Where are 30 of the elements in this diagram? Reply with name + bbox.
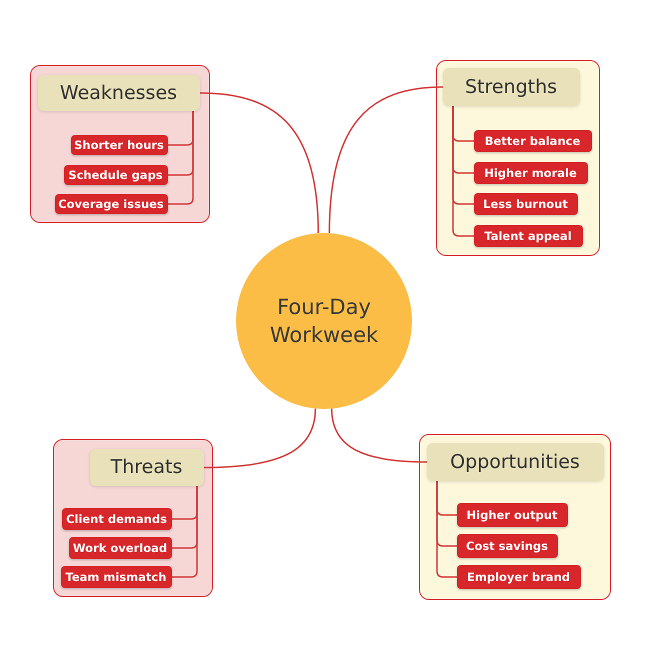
item-tag: Cost savings bbox=[456, 534, 558, 558]
item-tag: Less burnout bbox=[474, 192, 578, 214]
group-panel bbox=[436, 60, 600, 256]
connector-line bbox=[168, 111, 194, 205]
item-tag: Higher output bbox=[456, 502, 568, 526]
item-tag: Client demands bbox=[62, 508, 172, 530]
group-panel bbox=[30, 65, 210, 223]
item-tag: Higher morale bbox=[474, 162, 588, 184]
connector-line bbox=[328, 86, 444, 234]
connector-line bbox=[200, 92, 320, 234]
item-tag: Talent appeal bbox=[474, 224, 582, 246]
item-tag: Schedule gaps bbox=[64, 164, 168, 184]
connector-line bbox=[330, 408, 428, 463]
category-box: Threats bbox=[90, 448, 204, 486]
item-tag: Employer brand bbox=[456, 564, 580, 588]
connector-line bbox=[436, 481, 457, 578]
category-box: Opportunities bbox=[426, 442, 604, 480]
category-box: Weaknesses bbox=[38, 74, 200, 110]
connector-line bbox=[204, 408, 316, 468]
connector-line bbox=[452, 106, 474, 237]
item-tag: Coverage issues bbox=[54, 194, 168, 214]
topic-circle: Four-Day Workweek bbox=[236, 233, 412, 409]
item-tag: Team mismatch bbox=[60, 566, 172, 588]
connector-line bbox=[172, 486, 198, 578]
item-tag: Better balance bbox=[474, 130, 592, 152]
item-tag: Work overload bbox=[68, 536, 172, 558]
group-panel bbox=[53, 439, 213, 597]
item-tag: Shorter hours bbox=[70, 134, 168, 154]
group-panel bbox=[419, 434, 611, 600]
category-box: Strengths bbox=[442, 68, 580, 106]
